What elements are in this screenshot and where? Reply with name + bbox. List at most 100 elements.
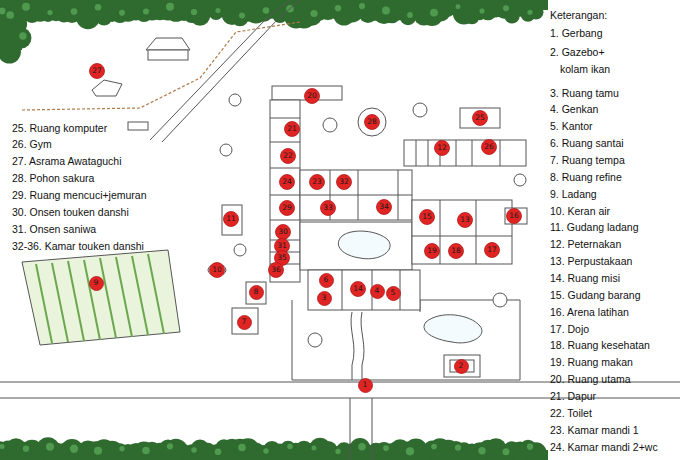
callout-number: 13: [460, 216, 470, 224]
callout-circle: 18: [448, 243, 464, 259]
callout-circle: 13: [457, 212, 473, 228]
garden-trees-part: [229, 94, 241, 106]
main-buildings-part: [222, 205, 242, 235]
callout-number: 30: [278, 228, 288, 236]
legend-entry: 18. Ruang kesehatan: [550, 337, 650, 354]
main-buildings-part: [308, 270, 420, 310]
callout-circle: 30: [275, 224, 291, 240]
main-buildings-part: [246, 282, 266, 304]
garden-trees-part: [493, 293, 507, 307]
tree-border-part: [479, 8, 484, 13]
legend-entry: 10. Keran air: [550, 203, 610, 220]
dormitory-house-part: [92, 80, 122, 96]
tree-border-part: [503, 5, 509, 11]
circle-shape: [276, 225, 291, 240]
circle-shape: [473, 111, 488, 126]
circle-shape: [249, 285, 263, 299]
callout-number: 31: [277, 242, 287, 250]
dormitory-house-part: [146, 38, 190, 50]
tree-border-part: [407, 12, 413, 18]
legend-text: 18. Ruang kesehatan: [550, 339, 650, 351]
legend-text: 8. Ruang refine: [550, 171, 622, 183]
garden-trees-part: [323, 118, 337, 132]
circle-shape: [224, 212, 239, 227]
tree-border-part: [287, 444, 292, 449]
callout-number: 4: [375, 287, 380, 295]
callout-circle: 14: [350, 281, 366, 297]
legend-entry: 19. Ruang makan: [550, 354, 633, 371]
legend-text: 25. Ruang komputer: [12, 122, 107, 134]
circle-shape: [317, 291, 331, 305]
legend-text: 13. Perpustakaan: [550, 255, 632, 267]
main-buildings-part: [270, 118, 300, 264]
legend-entry: 30. Onsen touken danshi: [12, 204, 129, 221]
circle-shape: [482, 140, 497, 155]
callout-circle: 21: [284, 121, 300, 137]
boundary-line: [22, 22, 300, 110]
legend-entry: 14. Ruang misi: [550, 270, 620, 287]
tree-border-part: [502, 448, 509, 455]
tree-border-part: [6, 11, 14, 19]
dormitory-house-part: [128, 122, 148, 130]
tree-border-part: [431, 444, 437, 450]
legend-text: 16. Arena latihan: [550, 306, 629, 318]
garden-trees-part: [358, 108, 386, 136]
tree-border-part: [46, 443, 54, 451]
legend-text: 21. Dapur: [550, 390, 596, 402]
circle-shape: [458, 213, 473, 228]
callout-circle: 28: [364, 114, 380, 130]
callout-number: 2: [459, 362, 464, 370]
tree-border-part: [0, 444, 5, 449]
callout-number: 32: [339, 178, 349, 186]
tree-border-part: [312, 445, 317, 450]
legend-entry: 20. Ruang utama: [550, 371, 631, 388]
legend-entry: 7. Ruang tempa: [550, 152, 625, 169]
tree-border-part: [359, 3, 365, 9]
tree-border-part: [525, 442, 546, 460]
circle-shape: [319, 273, 333, 287]
circle-shape: [370, 284, 384, 298]
callout-number: 36: [271, 266, 281, 274]
circle-shape: [485, 243, 500, 258]
tree-border-part: [0, 7, 5, 14]
callout-number: 26: [484, 143, 494, 151]
legend-entry: 16. Arena latihan: [550, 304, 629, 321]
legend-entry: 23. Kamar mandi 1: [550, 422, 639, 439]
callout-number: 27: [92, 67, 102, 75]
legend-text: 9. Ladang: [550, 188, 597, 200]
callout-circle: 11: [223, 211, 239, 227]
legend-text: 2. Gazebo+ kolam ikan: [550, 46, 610, 75]
legend-text: 17. Dojo: [550, 323, 589, 335]
legend-entry: 3. Ruang tamu: [550, 85, 619, 102]
tree-border-part: [143, 8, 149, 14]
tree-border: [0, 0, 548, 460]
legend-entry: 4. Genkan: [550, 101, 598, 118]
circle-shape: [449, 244, 464, 259]
callout-number: 8: [254, 288, 259, 296]
fish-pond: [424, 315, 482, 343]
tree-border-part: [70, 445, 78, 453]
tree-border-part: [238, 444, 245, 451]
circle-shape: [237, 315, 251, 329]
tree-border-part: [527, 444, 533, 450]
tree-border-part: [263, 7, 269, 13]
legend-entry: 21. Dapur: [550, 388, 596, 405]
callout-circle: 3: [317, 291, 332, 306]
tree-border-part: [263, 448, 269, 454]
garden-trees-part: [308, 333, 322, 347]
circle-shape: [89, 276, 103, 290]
compound-wall: [292, 300, 520, 380]
circle-shape: [210, 263, 225, 278]
legend-text: 1. Gerbang: [550, 27, 603, 39]
callout-number: 12: [437, 144, 447, 152]
legend-entry: 15. Gudang barang: [550, 287, 641, 304]
legend-entry: 25. Ruang komputer: [12, 120, 107, 137]
circle-shape: [310, 175, 325, 190]
circle-shape: [425, 244, 440, 259]
main-buildings-part: [412, 200, 512, 264]
outer-road-part: [265, 0, 290, 20]
tree-border-part: [142, 447, 150, 455]
callout-number: 34: [379, 203, 389, 211]
legend-entry: 17. Dojo: [550, 321, 589, 338]
